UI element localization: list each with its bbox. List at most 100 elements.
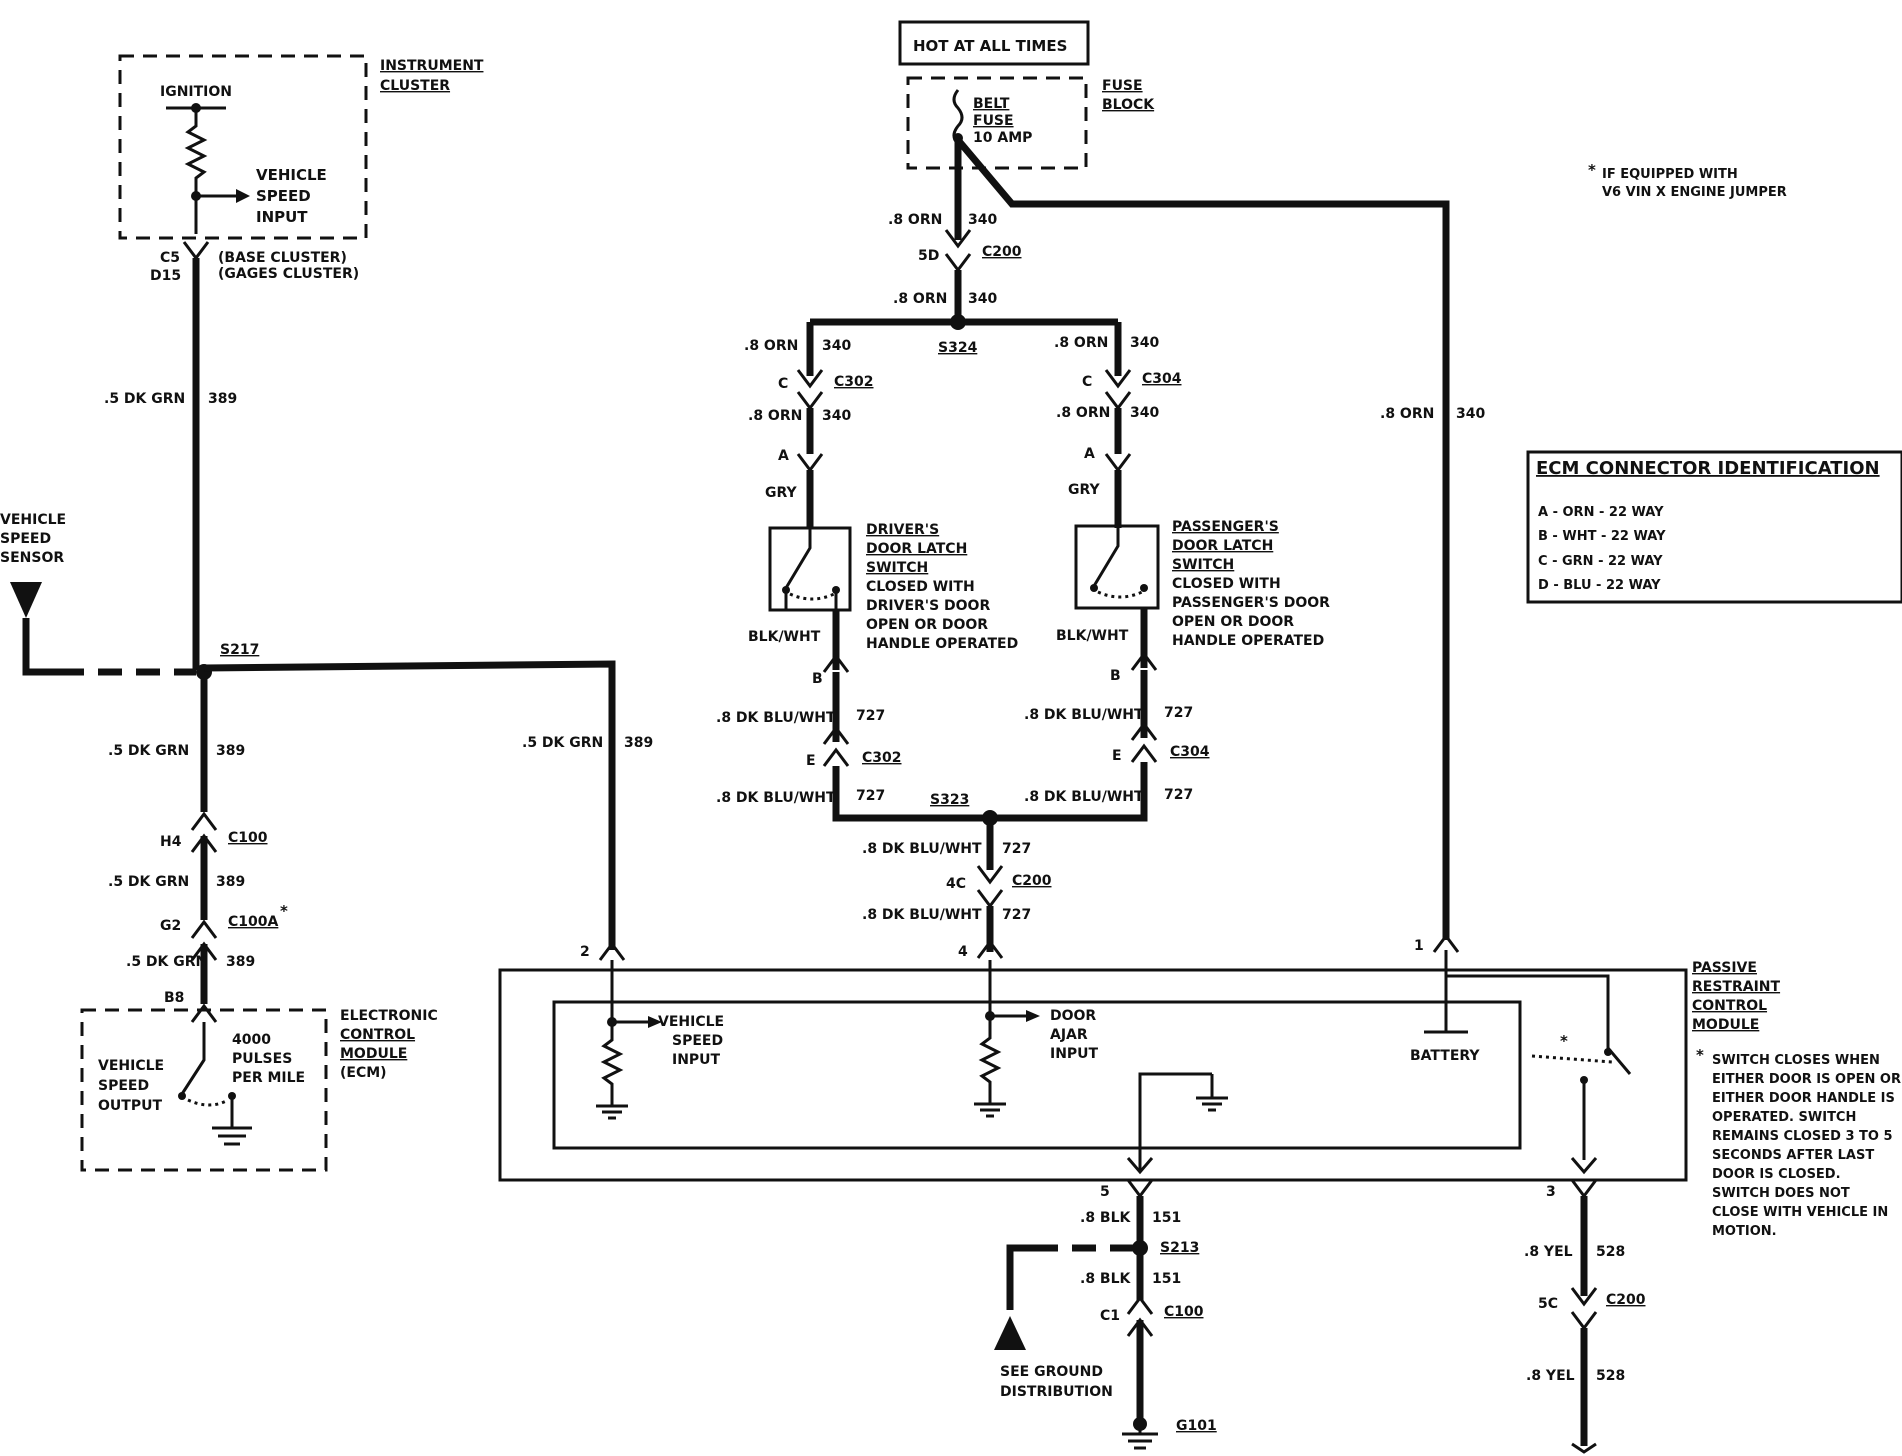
prcm-name-3: CONTROL: [1692, 998, 1767, 1014]
wire-code-727-1: 727: [856, 708, 885, 724]
ecm-pulses-3: PER MILE: [232, 1070, 305, 1086]
wire-label-dkbluwht-5: .8 DK BLU/WHT: [862, 841, 982, 857]
fuse-block-label-2: BLOCK: [1102, 97, 1155, 113]
wire-label-orn-6: .8 ORN: [1056, 405, 1110, 421]
prcm-vsi-3: INPUT: [672, 1052, 721, 1068]
fuse-block-label-1: FUSE: [1102, 78, 1143, 94]
switch-note-2: EITHER DOOR IS OPEN OR: [1712, 1072, 1901, 1087]
cluster-pin-c5: C5: [160, 250, 180, 266]
wire-label-orn-1: .8 ORN: [888, 212, 942, 228]
c304-pin-c: C: [1082, 374, 1092, 390]
prcm-da-3: INPUT: [1050, 1046, 1099, 1062]
c100a-star: *: [280, 902, 288, 920]
ground-g101-label: G101: [1176, 1418, 1217, 1434]
wire-code-389-4: 389: [216, 874, 245, 890]
ecm-out-3: OUTPUT: [98, 1098, 162, 1114]
ecm-pin-b8: B8: [164, 990, 184, 1006]
wire-code-340-2: 340: [968, 291, 997, 307]
pass-wire-gry: GRY: [1068, 482, 1101, 498]
splice-s213-label: S213: [1160, 1240, 1199, 1256]
c304-pin-e: E: [1112, 748, 1122, 764]
c302-label-top: C302: [834, 374, 874, 390]
prcm-pin-1: 1: [1414, 938, 1424, 954]
c100-pin-c1: C1: [1100, 1308, 1120, 1324]
switch-note-7: DOOR IS CLOSED.: [1712, 1167, 1841, 1182]
driver-door-latch-switch: [768, 526, 852, 612]
prcm-switch-star: *: [1560, 1032, 1568, 1050]
wire-label-dkgrn-4: .5 DK GRN: [108, 874, 189, 890]
footnote-line-2: V6 VIN X ENGINE JUMPER: [1602, 185, 1787, 200]
driver-switch-name-3: SWITCH: [866, 560, 928, 576]
wire-code-528-1: 528: [1596, 1244, 1625, 1260]
driver-switch-pin-a: A: [778, 448, 789, 464]
vss-label-3: SENSOR: [0, 550, 64, 566]
ground-dist-1: SEE GROUND: [1000, 1364, 1103, 1380]
wire-label-orn-2: .8 ORN: [893, 291, 947, 307]
fuse-name-1: BELT: [973, 96, 1010, 112]
driver-switch-name-1: DRIVER'S: [866, 522, 939, 538]
wire-label-yel-1: .8 YEL: [1524, 1244, 1573, 1260]
wire-label-dkgrn-5: .5 DK GRN: [126, 954, 207, 970]
prcm-battery: BATTERY: [1410, 1048, 1480, 1064]
ecm-name-1: ELECTRONIC: [340, 1008, 438, 1024]
fuse-block: BELT FUSE 10 AMP FUSE BLOCK: [906, 76, 1155, 170]
driver-pin-b: B: [812, 671, 823, 687]
ecm-pulses-2: PULSES: [232, 1051, 292, 1067]
switch-note-star: *: [1696, 1046, 1704, 1064]
hot-label: HOT AT ALL TIMES: [913, 37, 1067, 55]
cluster-vsi-3: INPUT: [256, 208, 308, 226]
wire-code-389-5: 389: [226, 954, 255, 970]
wire-code-340-5: 340: [1130, 335, 1159, 351]
footnote-line-1: IF EQUIPPED WITH: [1602, 167, 1738, 182]
vss-symbol: [10, 582, 42, 618]
switch-note-3: EITHER DOOR HANDLE IS: [1712, 1091, 1895, 1106]
c302-label-bottom: C302: [862, 750, 902, 766]
cluster-pin-d15: D15: [150, 268, 181, 284]
ecm-out-2: SPEED: [98, 1078, 149, 1094]
switch-note-1: SWITCH CLOSES WHEN: [1712, 1053, 1880, 1068]
wire-label-dkbluwht-4: .8 DK BLU/WHT: [1024, 789, 1144, 805]
wire-label-dkbluwht-6: .8 DK BLU/WHT: [862, 907, 982, 923]
pass-switch-desc-4: HANDLE OPERATED: [1172, 633, 1324, 649]
passenger-door-latch-switch: [1074, 524, 1160, 610]
wire-label-dkgrn-3: .5 DK GRN: [108, 743, 189, 759]
c200-label-1: C200: [982, 244, 1022, 260]
prcm-da-1: DOOR: [1050, 1008, 1096, 1024]
vss-label-2: SPEED: [0, 531, 51, 547]
driver-wire-blkwht: BLK/WHT: [748, 629, 821, 645]
wire-label-dkbluwht-3: .8 DK BLU/WHT: [1024, 707, 1144, 723]
driver-switch-desc-1: CLOSED WITH: [866, 579, 975, 595]
driver-switch-desc-3: OPEN OR DOOR: [866, 617, 988, 633]
fuse-name-2: FUSE: [973, 113, 1014, 129]
driver-wire-gry: GRY: [765, 485, 798, 501]
ecm-id-row-a: A - ORN - 22 WAY: [1538, 505, 1664, 520]
wire-code-151-2: 151: [1152, 1271, 1181, 1287]
c200-pin-5d: 5D: [918, 248, 939, 264]
switch-note-8: SWITCH DOES NOT: [1712, 1186, 1850, 1201]
pass-switch-name-2: DOOR LATCH: [1172, 538, 1273, 554]
pass-switch-desc-1: CLOSED WITH: [1172, 576, 1281, 592]
splice-s217-label: S217: [220, 642, 259, 658]
wire-code-528-2: 528: [1596, 1368, 1625, 1384]
wire-code-340-7: 340: [1456, 406, 1485, 422]
wire-label-dkbluwht-1: .8 DK BLU/WHT: [716, 710, 836, 726]
pass-pin-b: B: [1110, 668, 1121, 684]
ecm-id-row-c: C - GRN - 22 WAY: [1538, 554, 1663, 569]
prcm-name-1: PASSIVE: [1692, 960, 1757, 976]
ecm-pulses-1: 4000: [232, 1032, 271, 1048]
wire-340-to-prcm-battery: [955, 137, 1450, 940]
wire-code-727-2: 727: [856, 788, 885, 804]
c302-pin-c: C: [778, 376, 788, 392]
wire-code-340-3: 340: [822, 338, 851, 354]
switch-note-5: REMAINS CLOSED 3 TO 5: [1712, 1129, 1893, 1144]
passive-restraint-control-module: VEHICLE SPEED INPUT DOOR AJAR INPUT BATT…: [498, 950, 1688, 1182]
wire-label-dkgrn-2: .5 DK GRN: [522, 735, 603, 751]
prcm-da-2: AJAR: [1050, 1027, 1088, 1043]
wire-code-727-4: 727: [1164, 787, 1193, 803]
wire-label-dkgrn-1: .5 DK GRN: [104, 391, 185, 407]
wire-label-dkbluwht-2: .8 DK BLU/WHT: [716, 790, 836, 806]
c200-pin-5c: 5C: [1538, 1296, 1558, 1312]
pass-wire-blkwht: BLK/WHT: [1056, 628, 1129, 644]
wire-label-blk-1: .8 BLK: [1080, 1210, 1132, 1226]
